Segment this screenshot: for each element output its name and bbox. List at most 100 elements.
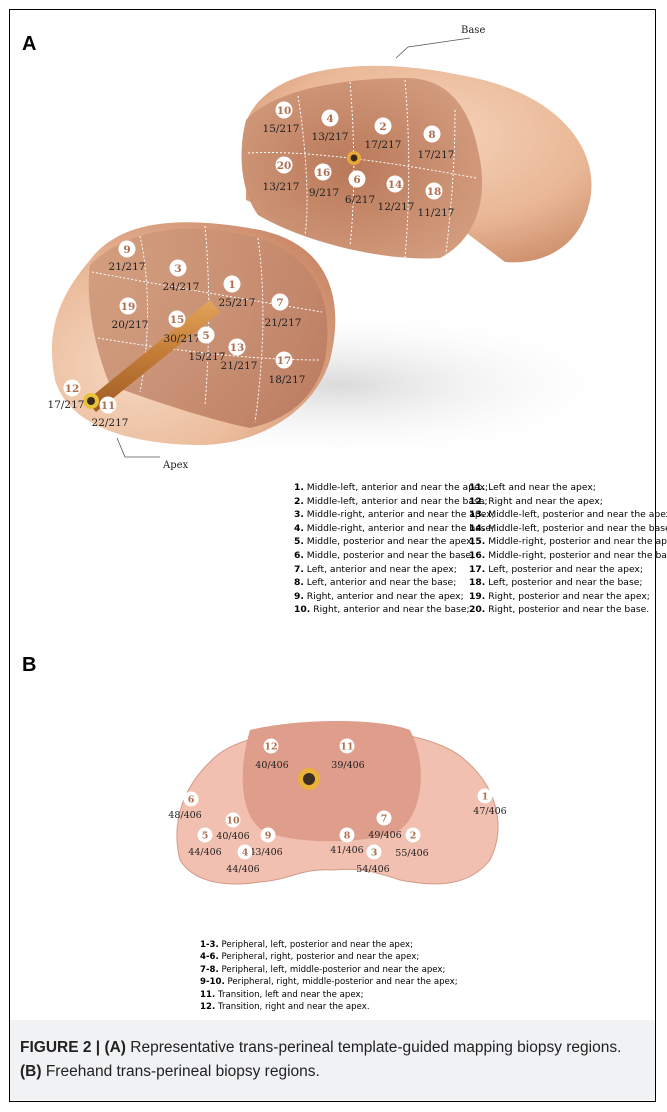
base-region-10-fraction: 15/217 [263, 123, 300, 135]
legend-a-left-item-text: Middle-right, anterior and near the apex… [304, 509, 495, 520]
apex-region-9-fraction: 21/217 [109, 261, 146, 273]
legend-a-right-item-text: Middle-right, posterior and near the bas… [485, 550, 667, 561]
panel-b-label: B [22, 654, 36, 677]
legend-a-right-item: 14. Middle-left, posterior and near the … [469, 522, 667, 536]
legend-a-right-item: 16. Middle-right, posterior and near the… [469, 549, 667, 563]
caption-b-tag: (B) [20, 1063, 42, 1080]
base-region-18-number: 18 [427, 186, 442, 198]
legend-a-left-item-text: Right, anterior and near the apex; [304, 591, 464, 602]
b-region-5-number: 5 [202, 830, 209, 841]
b-region-2-fraction: 55/406 [395, 848, 428, 859]
base-region-16-number: 16 [316, 167, 331, 179]
legend-a-right-item: 11. Left and near the apex; [469, 481, 667, 495]
apex-region-7-number: 7 [276, 297, 283, 309]
base-label: Base [461, 25, 485, 36]
apex-region-1-number: 1 [228, 279, 235, 291]
legend-a-right-item-number: 13. [469, 509, 485, 520]
apex-label: Apex [162, 460, 189, 471]
legend-b-item-number: 12. [200, 1002, 215, 1012]
apex-region-12-number: 12 [65, 383, 80, 395]
legend-a-left-item: 3. Middle-right, anterior and near the a… [294, 508, 495, 522]
legend-a-right-item: 19. Right, posterior and near the apex; [469, 590, 667, 604]
legend-a-right-item-text: Middle-left, posterior and near the base… [485, 523, 667, 534]
legend-b-item: 11. Transition, left and near the apex; [200, 989, 458, 1001]
legend-b-item-number: 7-8. [200, 965, 219, 975]
legend-a-left-item: 5. Middle, posterior and near the apex; [294, 535, 495, 549]
b-region-4-fraction: 44/406 [226, 864, 259, 875]
legend-a-left-item-number: 5. [294, 536, 304, 547]
apex-region-12-fraction: 17/217 [48, 399, 85, 411]
apex-region-15-number: 15 [170, 314, 185, 326]
legend-a-left-item-text: Right, anterior and near the base; [310, 604, 469, 615]
legend-a-left-item-text: Middle, posterior and near the base; [304, 550, 474, 561]
base-region-16-fraction: 9/217 [309, 187, 339, 199]
b-region-8-number: 8 [344, 830, 351, 841]
apex-region-3-fraction: 24/217 [163, 281, 200, 293]
legend-a-right: 11. Left and near the apex;12. Right and… [469, 481, 667, 617]
caption-figure-number: FIGURE 2 | [20, 1039, 104, 1056]
panel-b-urethra-hole [303, 773, 315, 785]
caption-a-tag: (A) [104, 1039, 126, 1056]
b-region-10-number: 10 [226, 815, 240, 826]
base-region-4-number: 4 [326, 113, 333, 125]
legend-a-left-item-text: Left, anterior and near the apex; [304, 564, 457, 575]
b-region-2-number: 2 [410, 830, 417, 841]
b-region-5-fraction: 44/406 [188, 847, 221, 858]
legend-a-right-item-text: Right and near the apex; [485, 496, 603, 507]
legend-a-right-item-number: 19. [469, 591, 485, 602]
legend-b-item: 4-6. Peripheral, right, posterior and ne… [200, 951, 458, 963]
legend-b-item-text: Transition, left and near the apex; [215, 990, 363, 1000]
legend-a-left-item-number: 4. [294, 523, 304, 534]
b-region-10-fraction: 40/406 [216, 831, 249, 842]
base-region-8-number: 8 [428, 129, 435, 141]
b-region-3-fraction: 54/406 [356, 864, 389, 875]
legend-b-item: 9-10. Peripheral, right, middle-posterio… [200, 976, 458, 988]
legend-a-right-item-number: 17. [469, 564, 485, 575]
legend-a-right-item: 20. Right, posterior and near the base. [469, 603, 667, 617]
base-pointer-line [396, 38, 470, 58]
b-region-9-fraction: 43/406 [249, 847, 282, 858]
legend-a-left-item-number: 3. [294, 509, 304, 520]
legend-a-left-item-number: 1. [294, 482, 304, 493]
legend-a-left-item-text: Middle, posterior and near the apex; [304, 536, 475, 547]
legend-a-right-item-text: Middle-right, posterior and near the ape… [485, 536, 667, 547]
legend-a-left-item-number: 10. [294, 604, 310, 615]
apex-region-9-number: 9 [123, 244, 130, 256]
legend-a-left-item: 7. Left, anterior and near the apex; [294, 563, 495, 577]
caption-b-text: Freehand trans-perineal biopsy regions. [42, 1063, 320, 1080]
base-region-18-fraction: 11/217 [418, 207, 455, 219]
apex-region-3-number: 3 [174, 263, 181, 275]
legend-a-left-item: 4. Middle-right, anterior and near the b… [294, 522, 495, 536]
legend-a-left-item: 1. Middle-left, anterior and near the ap… [294, 481, 495, 495]
legend-a-left-item-number: 7. [294, 564, 304, 575]
legend-a-right-item-text: Left and near the apex; [485, 482, 596, 493]
legend-a-left-item: 6. Middle, posterior and near the base; [294, 549, 495, 563]
legend-a-right-item-text: Right, posterior and near the base. [485, 604, 649, 615]
legend-a-right-item-number: 11. [469, 482, 485, 493]
b-region-6-number: 6 [188, 794, 195, 805]
legend-a-right-item-text: Right, posterior and near the apex; [485, 591, 650, 602]
legend-a-right-item: 17. Left, posterior and near the apex; [469, 563, 667, 577]
legend-b-item: 12. Transition, right and near the apex. [200, 1001, 458, 1013]
apex-urethra-hole [87, 397, 95, 405]
legend-a-right-item: 13. Middle-left, posterior and near the … [469, 508, 667, 522]
b-region-11-fraction: 39/406 [331, 760, 364, 771]
b-region-9-number: 9 [265, 830, 272, 841]
b-region-8-fraction: 41/406 [330, 845, 363, 856]
legend-a-right-item: 18. Left, posterior and near the base; [469, 576, 667, 590]
legend-b-item: 1-3. Peripheral, left, posterior and nea… [200, 939, 458, 951]
base-region-20-number: 20 [277, 160, 292, 172]
legend-b-item-text: Peripheral, right, middle-posterior and … [225, 977, 458, 987]
legend-a-right-item-text: Middle-left, posterior and near the apex… [485, 509, 667, 520]
base-urethra-hole [351, 155, 358, 162]
base-organ [242, 66, 592, 263]
b-region-12-fraction: 40/406 [255, 760, 288, 771]
apex-region-17-fraction: 18/217 [269, 374, 306, 386]
apex-region-11-fraction: 22/217 [92, 417, 129, 429]
legend-b-item-text: Peripheral, right, posterior and near th… [219, 952, 419, 962]
legend-a-right-item: 15. Middle-right, posterior and near the… [469, 535, 667, 549]
base-region-2-fraction: 17/217 [365, 139, 402, 151]
legend-a-left-item: 2. Middle-left, anterior and near the ba… [294, 495, 495, 509]
legend-a-right-item-number: 20. [469, 604, 485, 615]
apex-region-7-fraction: 21/217 [265, 317, 302, 329]
